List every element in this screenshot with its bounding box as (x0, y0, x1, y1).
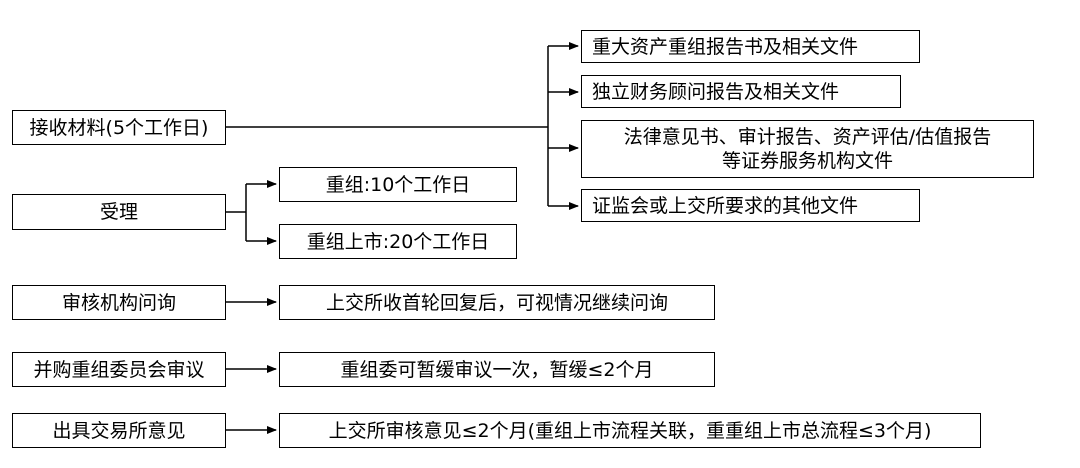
doc-other-required-box: 证监会或上交所要求的其他文件 (581, 189, 920, 222)
opinion-note-box: 上交所审核意见≤2个月(重组上市流程关联，重重组上市总流程≤3个月) (279, 413, 981, 448)
accept-reorg-duration-label: 重组:10个工作日 (325, 173, 471, 196)
doc-service-institutions-line2: 等证券服务机构文件 (721, 150, 893, 172)
inquiry-note-label: 上交所收首轮回复后，可视情况继续问询 (325, 291, 668, 314)
opinion-note-label: 上交所审核意见≤2个月(重组上市流程关联，重重组上市总流程≤3个月) (328, 419, 932, 442)
committee-note-box: 重组委可暂缓审议一次，暂缓≤2个月 (279, 352, 715, 387)
accept-box: 受理 (12, 194, 226, 230)
exchange-opinion-box: 出具交易所意见 (12, 413, 226, 448)
committee-note-label: 重组委可暂缓审议一次，暂缓≤2个月 (340, 358, 654, 381)
doc-service-institutions-box: 法律意见书、审计报告、资产评估/估值报告 等证券服务机构文件 (581, 120, 1034, 178)
accept-listing-duration-box: 重组上市:20个工作日 (279, 224, 517, 259)
receive-materials-box: 接收材料(5个工作日) (12, 110, 226, 145)
doc-financial-advisor-label: 独立财务顾问报告及相关文件 (592, 80, 840, 103)
committee-review-label: 并购重组委员会审议 (33, 358, 205, 381)
doc-service-institutions-text: 法律意见书、审计报告、资产评估/估值报告 等证券服务机构文件 (624, 125, 991, 173)
doc-service-institutions-line1: 法律意见书、审计报告、资产评估/估值报告 (623, 126, 992, 148)
accept-listing-duration-label: 重组上市:20个工作日 (306, 230, 490, 253)
inquiry-box: 审核机构问询 (12, 285, 226, 320)
doc-restructuring-report-label: 重大资产重组报告书及相关文件 (592, 35, 859, 58)
accept-label: 受理 (99, 201, 138, 223)
committee-review-box: 并购重组委员会审议 (12, 352, 226, 387)
inquiry-label: 审核机构问询 (61, 291, 176, 314)
exchange-opinion-label: 出具交易所意见 (52, 419, 186, 442)
doc-other-required-label: 证监会或上交所要求的其他文件 (592, 194, 859, 217)
doc-financial-advisor-box: 独立财务顾问报告及相关文件 (581, 75, 901, 108)
accept-reorg-duration-box: 重组:10个工作日 (279, 167, 517, 202)
receive-materials-label: 接收材料(5个工作日) (29, 116, 209, 139)
inquiry-note-box: 上交所收首轮回复后，可视情况继续问询 (279, 285, 715, 320)
doc-restructuring-report-box: 重大资产重组报告书及相关文件 (581, 30, 920, 63)
